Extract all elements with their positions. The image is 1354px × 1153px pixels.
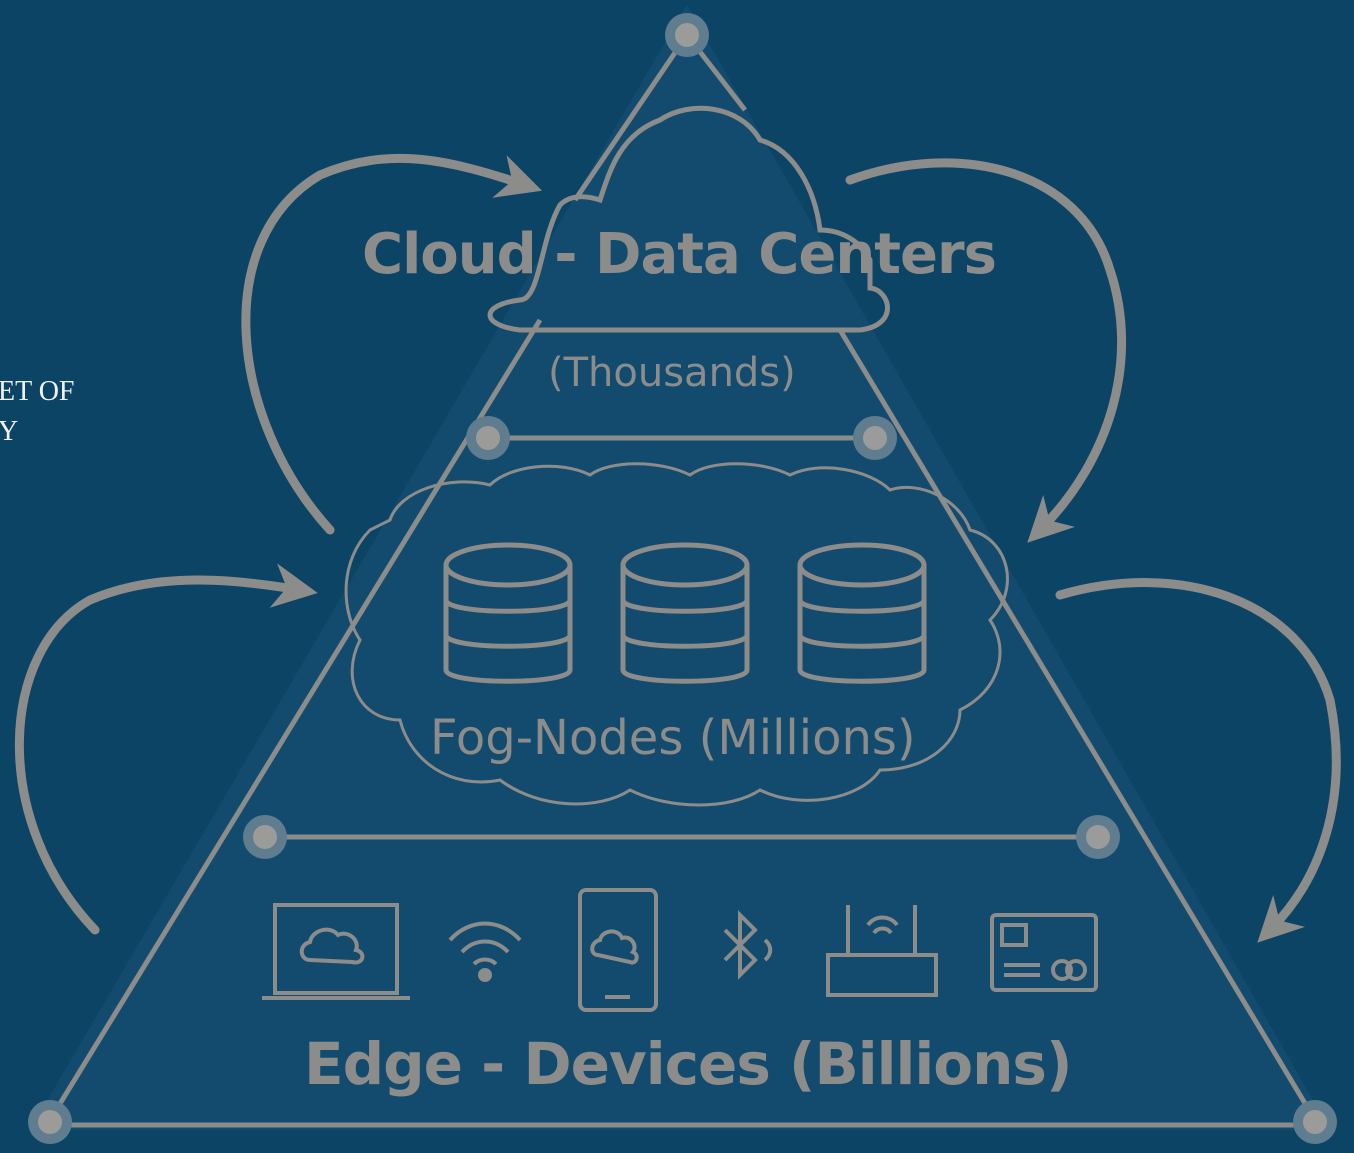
fog-tier-title: Fog-Nodes (Millions) [430,710,916,766]
pyramid-nodes [28,13,1337,1144]
cloud-icon [487,105,890,333]
node-top [665,13,709,57]
database-icon [620,542,750,684]
wifi-icon [448,921,522,982]
arrow-fog-to-edge-right [1055,578,1341,943]
node-fog-left [243,815,287,859]
node-bottom-right [1293,1100,1337,1144]
arrow-edge-to-fog-left [14,563,318,935]
side-text: ET OF Y [0,372,75,452]
database-icon [443,542,573,684]
side-text-line2: Y [0,416,19,447]
node-bottom-left [28,1100,72,1144]
cloud-tier-title: Cloud - Data Centers [362,222,997,287]
pyramid-backdrop [30,5,1330,1130]
bluetooth-icon [723,910,773,980]
database-icons [443,542,927,684]
arrow-fog-to-cloud-left [241,153,543,535]
router-icon [826,905,938,997]
node-cloud-right [853,416,897,460]
edge-tier-title: Edge - Devices (Billions) [304,1030,1072,1098]
node-cloud-left [466,416,510,460]
arrow-cloud-to-fog-right [845,158,1127,543]
edge-device-icons [262,888,1098,1012]
fog-cloud-icon [344,462,1009,807]
smartphone-icon [578,888,658,1012]
node-fog-right [1076,815,1120,859]
flow-arrows [14,153,1341,943]
laptop-icon [262,903,410,1000]
cloud-tier-count: (Thousands) [548,350,796,396]
card-icon [990,913,1098,992]
database-icon [797,542,927,684]
pyramid-outline [47,33,1318,1128]
side-text-line1: ET OF [0,376,75,407]
